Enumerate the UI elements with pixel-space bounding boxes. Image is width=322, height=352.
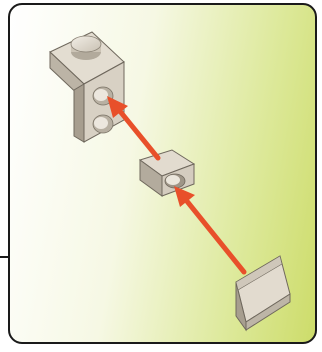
slope-brick-icon: [236, 256, 290, 330]
bracket-brick-icon: [50, 32, 124, 142]
assembly-arrow-upper: [107, 96, 158, 158]
plate-1x1-icon: [140, 150, 194, 196]
assembly-arrow-lower: [174, 186, 244, 272]
